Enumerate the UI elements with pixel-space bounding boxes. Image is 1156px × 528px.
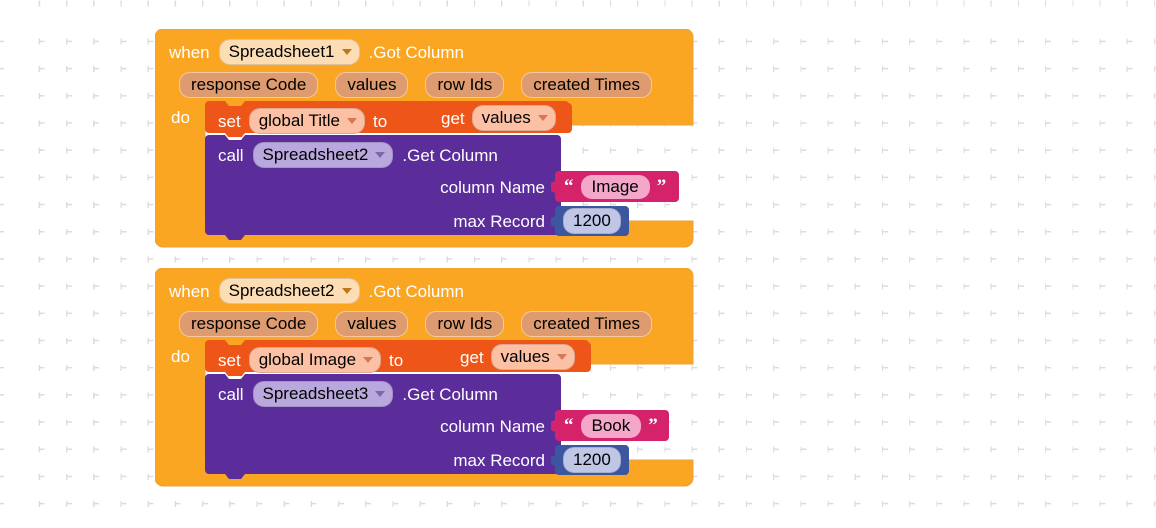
when-header-row: when Spreadsheet1 .Got Column (169, 39, 464, 65)
variable-dropdown-global-image[interactable]: global Image (248, 347, 382, 373)
number-value-field[interactable]: 1200 (563, 208, 621, 234)
string-value-label: Image (591, 176, 639, 196)
do-label: do (171, 347, 190, 366)
number-block-1200-b[interactable]: 1200 (551, 445, 629, 475)
getter-variable-label: values (500, 347, 550, 366)
param-chip-row-ids[interactable]: row Ids (425, 311, 505, 337)
number-value-field[interactable]: 1200 (563, 447, 621, 473)
chevron-down-icon (346, 117, 357, 124)
close-quote-glyph: ” (648, 415, 658, 436)
string-row: “ Image ” (564, 171, 666, 202)
getter-variable-dropdown[interactable]: values (471, 105, 556, 131)
getter-row: get values (460, 342, 575, 372)
get-keyword: get (460, 347, 484, 367)
param-chip-created-times[interactable]: created Times (521, 311, 653, 337)
number-value-label: 1200 (573, 450, 611, 469)
component-dropdown-spreadsheet2[interactable]: Spreadsheet2 (218, 278, 360, 304)
getter-block-values-1[interactable]: get values (427, 103, 573, 133)
param-chip-values[interactable]: values (335, 311, 409, 337)
param-chip-values[interactable]: values (335, 72, 409, 98)
string-value-label: Book (591, 415, 631, 435)
arg-label-column-name: column Name (440, 178, 545, 197)
when-keyword: when (169, 281, 210, 301)
call-component-label: Spreadsheet3 (262, 384, 369, 403)
string-value-field[interactable]: Book (580, 413, 642, 438)
param-chip-response-code[interactable]: response Code (179, 311, 319, 337)
call-method-label: .Get Column (402, 384, 498, 404)
event-block-spreadsheet1[interactable]: when Spreadsheet1 .Got Column response C… (155, 29, 695, 254)
variable-dropdown-label: global Image (258, 350, 357, 369)
variable-dropdown-label: global Title (258, 111, 340, 130)
set-keyword: set (218, 350, 241, 370)
chevron-down-icon (341, 287, 352, 294)
get-keyword: get (441, 108, 465, 128)
call-block-spreadsheet3-get-column[interactable]: call Spreadsheet3 .Get Column column Nam… (205, 374, 565, 479)
arg-label-max-record: max Record (453, 212, 545, 231)
setter-row: set global Title to (218, 108, 387, 134)
call-block-spreadsheet2-get-column[interactable]: call Spreadsheet2 .Get Column column Nam… (205, 135, 565, 240)
call-component-dropdown[interactable]: Spreadsheet3 (252, 381, 394, 407)
param-chip-response-code[interactable]: response Code (179, 72, 319, 98)
call-component-label: Spreadsheet2 (262, 145, 369, 164)
call-header-row: call Spreadsheet3 .Get Column (218, 381, 498, 407)
setter-row: set global Image to (218, 347, 403, 373)
number-row: 1200 (563, 206, 621, 236)
event-block-spreadsheet2[interactable]: when Spreadsheet2 .Got Column response C… (155, 268, 695, 493)
param-chip-created-times[interactable]: created Times (521, 72, 653, 98)
event-name-label: .Got Column (368, 281, 464, 301)
chevron-down-icon (556, 353, 567, 360)
component-dropdown-label: Spreadsheet1 (228, 42, 335, 61)
open-quote-glyph: “ (564, 415, 574, 436)
open-quote-glyph: “ (564, 176, 574, 197)
string-block-book[interactable]: “ Book ” (551, 410, 669, 441)
getter-row: get values (441, 103, 556, 133)
component-dropdown-label: Spreadsheet2 (228, 281, 335, 300)
component-dropdown-spreadsheet1[interactable]: Spreadsheet1 (218, 39, 360, 65)
number-block-1200-a[interactable]: 1200 (551, 206, 629, 236)
getter-variable-label: values (481, 108, 531, 127)
call-component-dropdown[interactable]: Spreadsheet2 (252, 142, 394, 168)
chevron-down-icon (375, 390, 386, 397)
number-row: 1200 (563, 445, 621, 475)
event-parameters-row: response Code values row Ids created Tim… (179, 72, 653, 98)
to-keyword: to (372, 111, 388, 131)
getter-block-values-2[interactable]: get values (446, 342, 592, 372)
string-block-image[interactable]: “ Image ” (551, 171, 679, 202)
call-keyword: call (218, 384, 244, 404)
call-method-label: .Get Column (402, 145, 498, 165)
close-quote-glyph: ” (656, 176, 667, 197)
chevron-down-icon (375, 151, 386, 158)
event-name-label: .Got Column (368, 42, 464, 62)
to-keyword: to (389, 350, 404, 370)
event-parameters-row: response Code values row Ids created Tim… (179, 311, 653, 337)
number-value-label: 1200 (573, 211, 611, 230)
call-keyword: call (218, 145, 244, 165)
variable-dropdown-global-title[interactable]: global Title (248, 108, 365, 134)
chevron-down-icon (537, 114, 548, 121)
arg-label-max-record: max Record (453, 451, 545, 470)
string-row: “ Book ” (564, 410, 658, 441)
when-header-row: when Spreadsheet2 .Got Column (169, 278, 464, 304)
param-chip-row-ids[interactable]: row Ids (425, 72, 505, 98)
do-label: do (171, 108, 190, 127)
when-keyword: when (169, 42, 210, 62)
arg-label-column-name: column Name (440, 417, 545, 436)
chevron-down-icon (341, 48, 352, 55)
chevron-down-icon (363, 356, 374, 363)
string-value-field[interactable]: Image (580, 174, 650, 199)
call-header-row: call Spreadsheet2 .Get Column (218, 142, 498, 168)
set-keyword: set (218, 111, 241, 131)
getter-variable-dropdown[interactable]: values (490, 344, 575, 370)
